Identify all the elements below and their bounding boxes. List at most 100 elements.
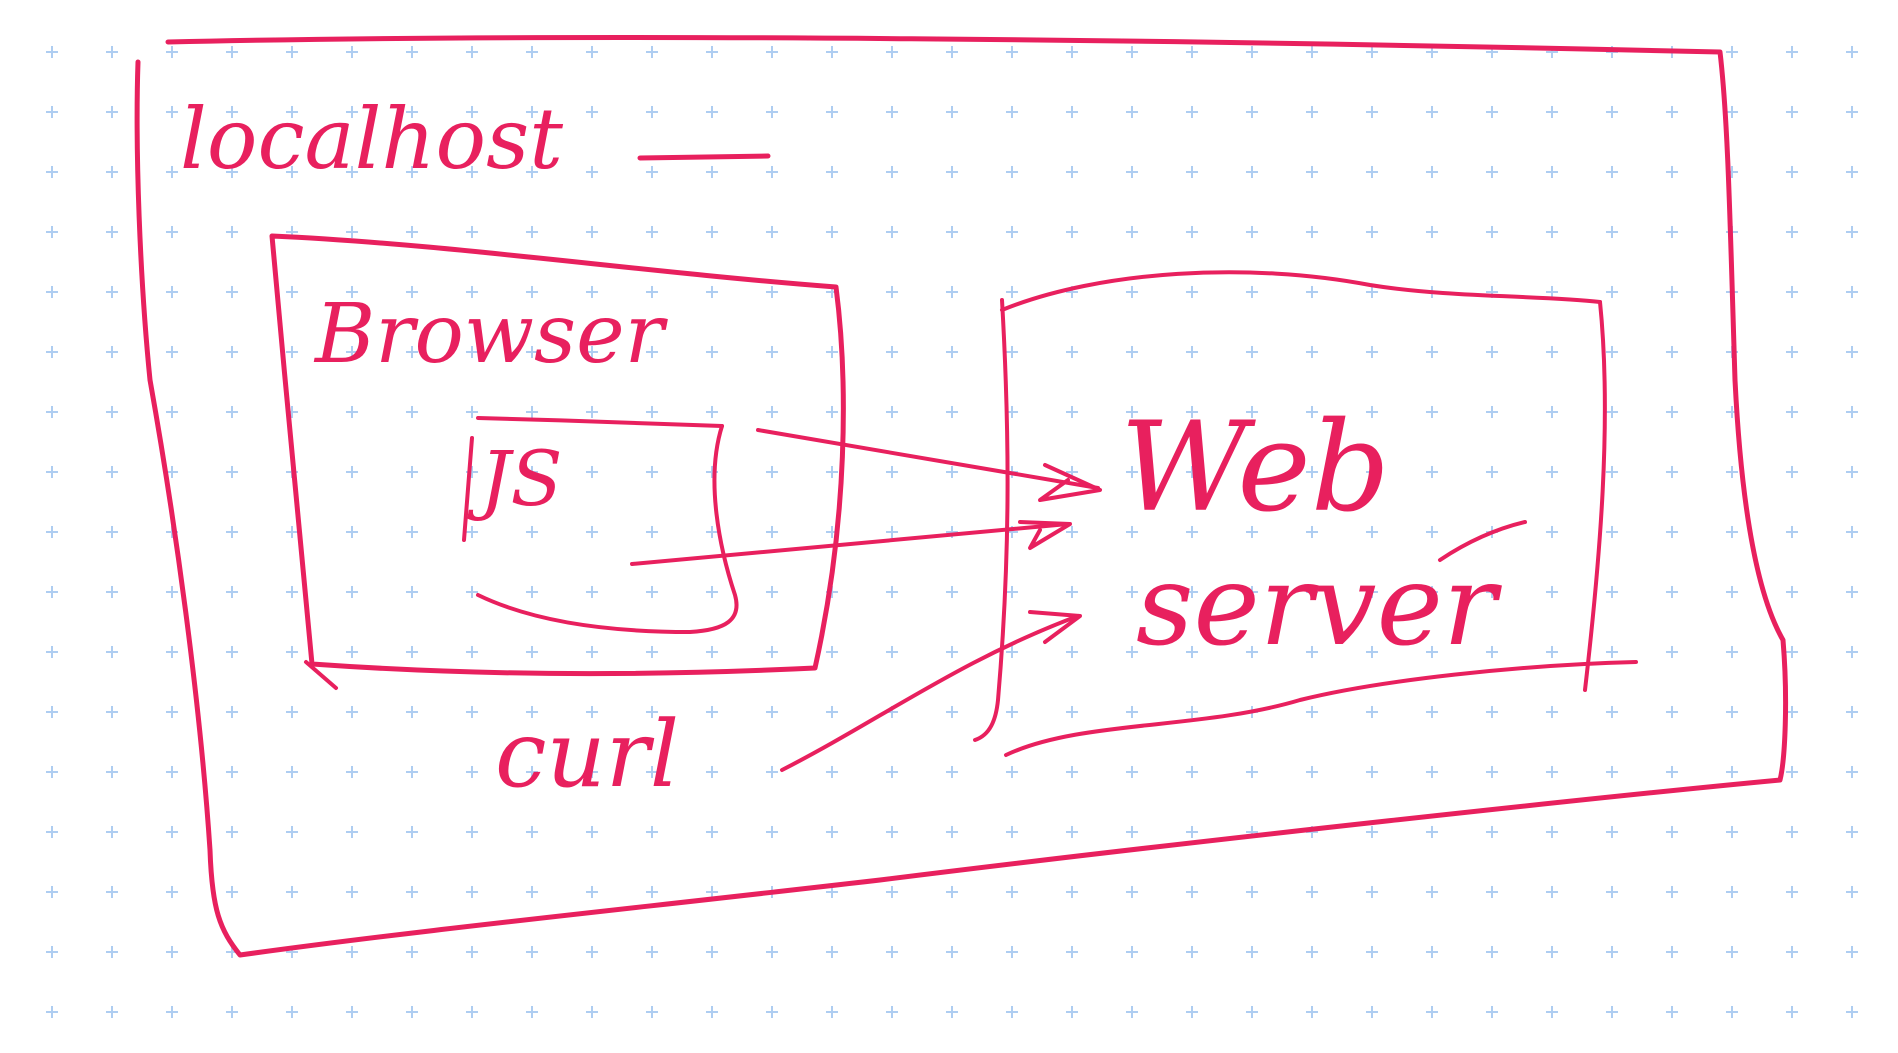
- grid-plus-mark: [1006, 586, 1018, 598]
- grid-plus-mark: [1786, 646, 1798, 658]
- grid-plus-mark: [46, 586, 58, 598]
- grid-plus-mark: [766, 466, 778, 478]
- grid-plus-mark: [1126, 466, 1138, 478]
- grid-plus-mark: [946, 706, 958, 718]
- grid-plus-mark: [646, 706, 658, 718]
- grid-plus-mark: [1486, 346, 1498, 358]
- grid-plus-mark: [1426, 346, 1438, 358]
- grid-plus-mark: [1006, 766, 1018, 778]
- grid-plus-mark: [226, 526, 238, 538]
- grid-plus-mark: [106, 766, 118, 778]
- grid-plus-mark: [1366, 706, 1378, 718]
- grid-plus-mark: [466, 946, 478, 958]
- browser-label: Browser: [313, 287, 669, 382]
- grid-plus-mark: [1666, 886, 1678, 898]
- grid-plus-mark: [1546, 466, 1558, 478]
- localhost-box-outline: [134, 34, 1789, 958]
- grid-plus-mark: [646, 226, 658, 238]
- grid-plus-mark: [1606, 1006, 1618, 1018]
- grid-plus-mark: [466, 586, 478, 598]
- grid-plus-mark: [406, 106, 418, 118]
- grid-plus-mark: [826, 346, 838, 358]
- localhost-label: localhost: [180, 90, 563, 188]
- grid-plus-mark: [406, 466, 418, 478]
- grid-plus-mark: [526, 646, 538, 658]
- grid-plus-mark: [826, 106, 838, 118]
- grid-plus-mark: [226, 586, 238, 598]
- grid-plus-mark: [1126, 226, 1138, 238]
- grid-plus-mark: [706, 766, 718, 778]
- grid-plus-mark: [1306, 766, 1318, 778]
- grid-plus-mark: [1366, 1006, 1378, 1018]
- grid-plus-mark: [166, 346, 178, 358]
- grid-plus-mark: [286, 826, 298, 838]
- grid-plus-mark: [946, 406, 958, 418]
- grid-plus-mark: [946, 766, 958, 778]
- grid-plus-mark: [166, 586, 178, 598]
- grid-plus-mark: [1126, 826, 1138, 838]
- grid-plus-mark: [1306, 286, 1318, 298]
- grid-plus-mark: [406, 886, 418, 898]
- grid-plus-mark: [1666, 166, 1678, 178]
- grid-plus-mark: [526, 1006, 538, 1018]
- grid-plus-mark: [226, 886, 238, 898]
- grid-plus-mark: [1846, 586, 1858, 598]
- grid-plus-mark: [1726, 946, 1738, 958]
- grid-plus-mark: [1606, 946, 1618, 958]
- grid-plus-mark: [886, 226, 898, 238]
- grid-plus-mark: [466, 406, 478, 418]
- grid-plus-mark: [1726, 586, 1738, 598]
- grid-plus-mark: [1366, 766, 1378, 778]
- grid-plus-mark: [1246, 406, 1258, 418]
- grid-plus-mark: [1546, 646, 1558, 658]
- grid-plus-mark: [646, 946, 658, 958]
- grid-plus-mark: [1186, 166, 1198, 178]
- grid-plus-mark: [106, 46, 118, 58]
- grid-plus-mark: [1246, 766, 1258, 778]
- grid-plus-mark: [1366, 106, 1378, 118]
- grid-plus-mark: [766, 766, 778, 778]
- grid-plus-mark: [1006, 346, 1018, 358]
- grid-plus-mark: [1846, 346, 1858, 358]
- web-server-box-left: [973, 298, 1010, 742]
- grid-plus-mark: [46, 346, 58, 358]
- grid-plus-mark: [466, 526, 478, 538]
- grid-plus-mark: [1486, 586, 1498, 598]
- grid-plus-mark: [646, 1006, 658, 1018]
- grid-plus-mark: [1126, 886, 1138, 898]
- grid-plus-mark: [706, 946, 718, 958]
- grid-plus-mark: [406, 586, 418, 598]
- grid-plus-mark: [646, 766, 658, 778]
- grid-plus-mark: [1066, 646, 1078, 658]
- grid-plus-mark: [826, 406, 838, 418]
- grid-plus-mark: [1246, 46, 1258, 58]
- grid-plus-mark: [226, 286, 238, 298]
- grid-plus-mark: [1426, 646, 1438, 658]
- grid-plus-mark: [1186, 286, 1198, 298]
- grid-plus-mark: [1486, 766, 1498, 778]
- grid-plus-mark: [886, 406, 898, 418]
- grid-plus-mark: [526, 526, 538, 538]
- grid-plus-mark: [526, 226, 538, 238]
- grid-plus-mark: [1306, 346, 1318, 358]
- grid-plus-mark: [1006, 706, 1018, 718]
- grid-plus-mark: [226, 106, 238, 118]
- grid-plus-mark: [1126, 1006, 1138, 1018]
- grid-plus-mark: [1786, 586, 1798, 598]
- grid-plus-mark: [1426, 1006, 1438, 1018]
- grid-plus-mark: [286, 1006, 298, 1018]
- grid-plus-mark: [826, 646, 838, 658]
- grid-plus-mark: [1606, 286, 1618, 298]
- connection-arrows: [630, 428, 1102, 772]
- grid-plus-mark: [1186, 526, 1198, 538]
- grid-plus-mark: [1186, 466, 1198, 478]
- grid-plus-mark: [706, 106, 718, 118]
- grid-plus-mark: [586, 106, 598, 118]
- grid-plus-mark: [1786, 1006, 1798, 1018]
- grid-plus-mark: [106, 106, 118, 118]
- grid-plus-mark: [106, 1006, 118, 1018]
- grid-plus-mark: [286, 286, 298, 298]
- grid-plus-mark: [1246, 946, 1258, 958]
